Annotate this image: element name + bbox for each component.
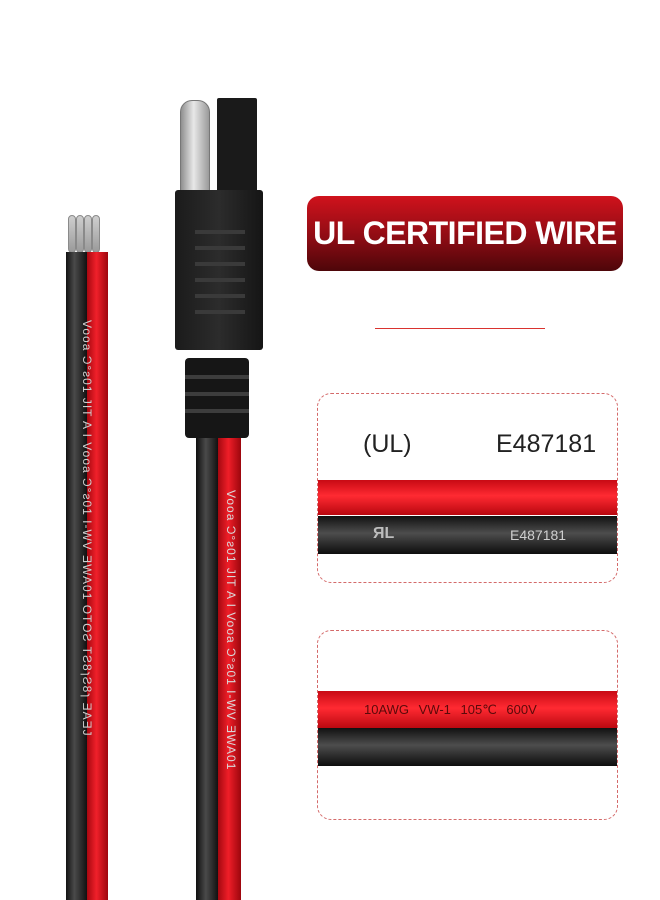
connector-grip — [195, 294, 245, 298]
connector-cable-black — [196, 438, 218, 900]
boot-rib — [185, 375, 249, 379]
connector-grip — [195, 246, 245, 250]
divider-line — [375, 328, 545, 329]
connector-grip — [195, 310, 245, 314]
connector-tab — [217, 98, 257, 194]
connector-grip — [195, 262, 245, 266]
copper-strand — [68, 215, 76, 253]
connector-grip — [195, 230, 245, 234]
banner-title: UL CERTIFIED WIRE — [313, 215, 617, 251]
ul-label: (UL) — [363, 430, 412, 458]
boot-rib — [185, 392, 249, 396]
copper-strand — [76, 215, 84, 253]
wire-strip-red: 10AWG VW-1 105℃ 600V — [318, 691, 617, 729]
wire-strip-black: ЯL E487181 — [318, 516, 617, 554]
connector-cable-red — [218, 438, 241, 900]
connector-pin — [180, 100, 210, 200]
ul-detail-box: (UL) E487181 ЯL E487181 — [317, 393, 618, 583]
title-banner: UL CERTIFIED WIRE — [307, 196, 623, 271]
left-wire-black — [66, 252, 87, 900]
copper-strand — [92, 215, 100, 253]
ul-logo-mark: ЯL — [373, 525, 395, 542]
wire-strip-black — [318, 728, 617, 766]
copper-strand — [84, 215, 92, 253]
ul-number-label: E487181 — [496, 430, 597, 458]
ul-strip-code: E487181 — [510, 527, 567, 543]
connector-cable-print: Vooa Ͻ°ƨ01 JIT A I Vooa Ͻ°ƨ01 I-WV ƎWA01 — [224, 490, 238, 771]
connector-body — [175, 190, 263, 350]
spec-detail-box: 10AWG VW-1 105℃ 600V — [317, 630, 618, 820]
strain-relief-boot — [185, 358, 249, 438]
wire-strip-red — [318, 480, 617, 515]
left-wire-print: Vooa Ͻ°ƨ01 JIT A I Vooa Ͻ°ƨ01 I-WV ƎWA01… — [80, 320, 94, 737]
connector-grip — [195, 278, 245, 282]
left-wire-red — [87, 252, 108, 900]
spec-strip-text: 10AWG VW-1 105℃ 600V — [364, 702, 537, 717]
boot-rib — [185, 409, 249, 413]
